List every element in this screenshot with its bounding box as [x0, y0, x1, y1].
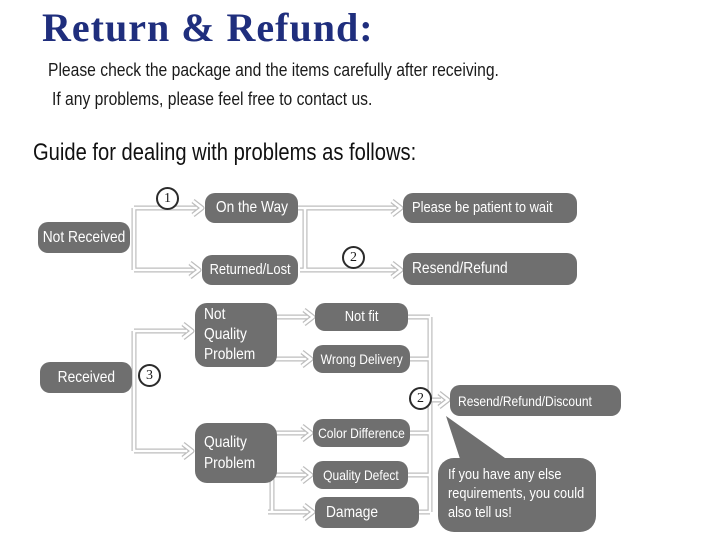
node-on-the-way: On the Way — [205, 193, 298, 223]
node-resend-refund-discount: Resend/Refund/Discount — [450, 385, 621, 416]
node-quality-defect: Quality Defect — [313, 461, 408, 489]
node-please-be-patient: Please be patient to wait — [403, 193, 577, 223]
node-not-fit: Not fit — [315, 303, 408, 331]
node-damage: Damage — [315, 497, 419, 528]
speech-bubble: If you have any else requirements, you c… — [438, 458, 596, 532]
node-quality-problem: Quality Problem — [195, 423, 277, 483]
node-color-difference: Color Difference — [313, 419, 410, 447]
page-title: Return & Refund: — [42, 5, 374, 50]
step-marker-2-top: 2 — [342, 246, 365, 269]
node-resend-refund: Resend/Refund — [403, 253, 577, 285]
node-received: Received — [40, 362, 132, 393]
step-marker-1: 1 — [156, 187, 179, 210]
guide-heading: Guide for dealing with problems as follo… — [33, 139, 417, 166]
intro-line-2: If any problems, please feel free to con… — [52, 89, 373, 109]
node-returned-lost: Returned/Lost — [202, 255, 298, 285]
node-not-quality-problem: Not Quality Problem — [195, 303, 277, 367]
speech-bubble-tail — [446, 416, 512, 468]
intro-line-1: Please check the package and the items c… — [48, 60, 499, 80]
node-not-received: Not Received — [38, 222, 130, 253]
step-marker-3: 3 — [138, 364, 161, 387]
step-marker-2-bottom: 2 — [409, 387, 432, 410]
node-wrong-delivery: Wrong Delivery — [313, 345, 410, 373]
